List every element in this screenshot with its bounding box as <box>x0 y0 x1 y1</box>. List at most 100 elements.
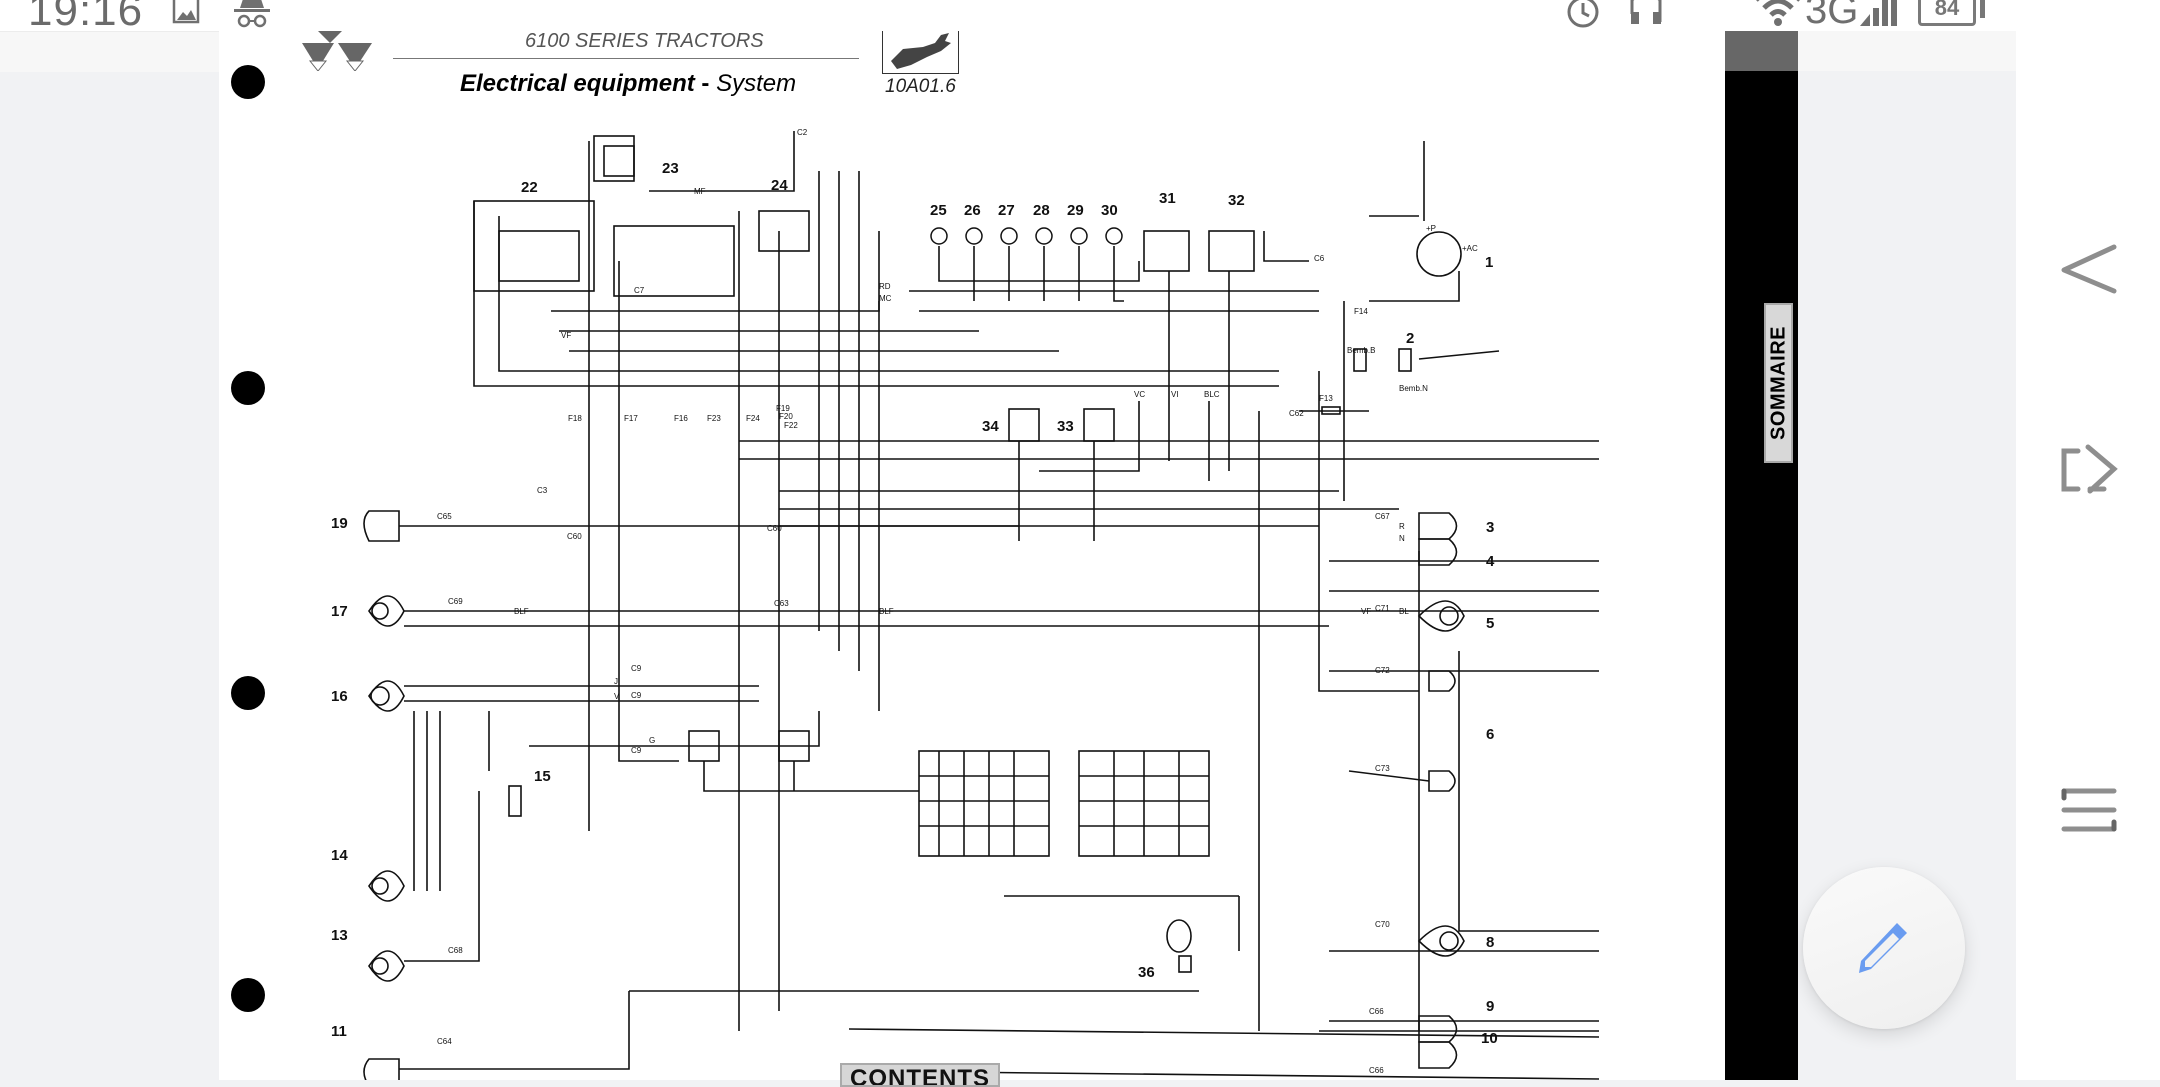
label-29: 29 <box>1067 202 1084 219</box>
component-31-relay <box>1143 230 1190 272</box>
back-button[interactable] <box>2044 225 2134 315</box>
contents-button[interactable]: CONTENTS <box>840 1063 1000 1087</box>
connector-c62: C62 <box>1289 409 1304 418</box>
connector-c66-b: C66 <box>1369 1066 1384 1075</box>
wire-label-vc: VC <box>1134 390 1145 399</box>
binder-hole <box>231 371 265 405</box>
wire-label-n: N <box>1399 534 1405 543</box>
gauge-29 <box>1070 227 1088 245</box>
connector-c3: C3 <box>537 486 548 495</box>
lamp-8 <box>1417 925 1465 957</box>
wiring-diagram: 22 23 24 25 26 27 28 29 30 31 32 1 2 34 … <box>331 128 1600 1080</box>
label-5: 5 <box>1486 615 1494 632</box>
sommaire-button[interactable]: SOMMAIRE <box>1764 303 1793 463</box>
home-button[interactable] <box>2044 425 2134 515</box>
connector-c68: C68 <box>448 946 463 955</box>
battery-icon: 84 <box>1918 0 1976 26</box>
connector-c60-a: C60 <box>567 532 582 541</box>
connector-c6: C6 <box>1314 254 1325 263</box>
connector-c9-c: C9 <box>631 746 642 755</box>
viewer-toolbar-strip-right <box>1798 31 2016 71</box>
lamp-9 <box>1418 1015 1458 1043</box>
incognito-icon <box>234 0 270 28</box>
connector-c64: C64 <box>437 1037 452 1046</box>
fuse-label-f14: F14 <box>1354 307 1368 316</box>
label-17: 17 <box>331 603 348 620</box>
connector-c72: C72 <box>1375 666 1390 675</box>
navigation-bar <box>2016 0 2160 1080</box>
ignition-switch-body <box>1416 231 1462 277</box>
label-8: 8 <box>1486 934 1494 951</box>
edit-fab-button[interactable] <box>1803 867 1965 1029</box>
label-30: 30 <box>1101 202 1118 219</box>
component-24-relay <box>758 210 810 252</box>
wire-label-bl: BL <box>1399 607 1409 616</box>
gauge-30 <box>1105 227 1123 245</box>
label-22: 22 <box>521 179 538 196</box>
wire-label-mc: MC <box>879 294 892 303</box>
wire-label-vi: VI <box>1171 390 1179 399</box>
document-code: 10A01.6 <box>885 76 956 97</box>
wire-label-blc: BLC <box>1204 390 1220 399</box>
fuse-label-f22: F22 <box>784 421 798 430</box>
connector-labels: C65 C69 C63 C60 C60 C3 C9 C9 C9 C68 C64 … <box>437 128 1390 1075</box>
wire-label-bemb-n: Bemb.N <box>1399 384 1428 393</box>
wire-label-mf: MF <box>694 187 706 196</box>
lamp-11 <box>363 1058 400 1080</box>
connector-c65: C65 <box>437 512 452 521</box>
label-33: 33 <box>1057 418 1074 435</box>
component-2-solenoid <box>1398 348 1412 372</box>
wire-label-g: G <box>649 736 655 745</box>
binder-hole <box>231 65 265 99</box>
connector-c67: C67 <box>1375 512 1390 521</box>
alarm-icon <box>1567 0 1599 28</box>
component-36-motor <box>1166 919 1192 953</box>
wire-label-bemb-b: Bemb.B <box>1347 346 1375 355</box>
component-2-solenoid <box>1353 348 1367 372</box>
component-15-switch <box>508 785 522 817</box>
label-34: 34 <box>982 418 999 435</box>
label-32: 32 <box>1228 192 1245 209</box>
document-title: Electrical equipment - System <box>460 70 796 98</box>
label-2: 2 <box>1406 330 1414 347</box>
connector-c73: C73 <box>1375 764 1390 773</box>
wire-label-vf: VF <box>561 331 571 340</box>
title-rest: System <box>716 70 797 97</box>
lamp-4 <box>1418 538 1458 566</box>
label-23: 23 <box>662 160 679 177</box>
battery-level: 84 <box>1934 0 1960 20</box>
fuse-label-f19: F19 <box>776 404 790 413</box>
lamp-19 <box>363 510 400 542</box>
wire-label-blf: BLF <box>514 607 529 616</box>
wire-label-rd: RD <box>879 282 891 291</box>
connector-c7: C7 <box>634 286 645 295</box>
connector-c69: C69 <box>448 597 463 606</box>
label-1: 1 <box>1485 254 1493 271</box>
lamp-14 <box>368 870 405 902</box>
label-28: 28 <box>1033 202 1050 219</box>
label-11: 11 <box>331 1023 347 1040</box>
component-labels: 22 23 24 25 26 27 28 29 30 31 32 1 2 34 … <box>331 160 1498 1047</box>
battery-tip <box>1980 0 1985 18</box>
document-page[interactable] <box>219 31 1725 1080</box>
wire-label-plus-p: +P <box>1426 224 1436 233</box>
label-10: 10 <box>1481 1030 1498 1047</box>
brand-logo-icon <box>302 31 372 71</box>
lamp-6-upper <box>1428 670 1456 692</box>
component-22-housing <box>473 200 595 292</box>
label-15: 15 <box>534 768 551 785</box>
connector-c71: C71 <box>1375 604 1390 613</box>
fuse-label-f16: F16 <box>674 414 688 423</box>
title-bold: Electrical equipment <box>460 70 695 97</box>
fuse-label-f24: F24 <box>746 414 760 423</box>
wire-label-j: J <box>614 677 618 686</box>
wire-label-vf: VF <box>1361 607 1371 616</box>
recents-button[interactable] <box>2044 765 2134 855</box>
component-22-body <box>498 230 580 282</box>
fuse-labels: F13 F14 F16 F17 F18 F19 F20 F22 F23 F24 <box>568 307 1368 430</box>
network-type: 3G <box>1805 0 1859 31</box>
component-34-relay <box>1008 408 1040 442</box>
lamp-16 <box>368 680 405 712</box>
binder-hole <box>231 978 265 1012</box>
component-23-housing <box>593 135 635 182</box>
